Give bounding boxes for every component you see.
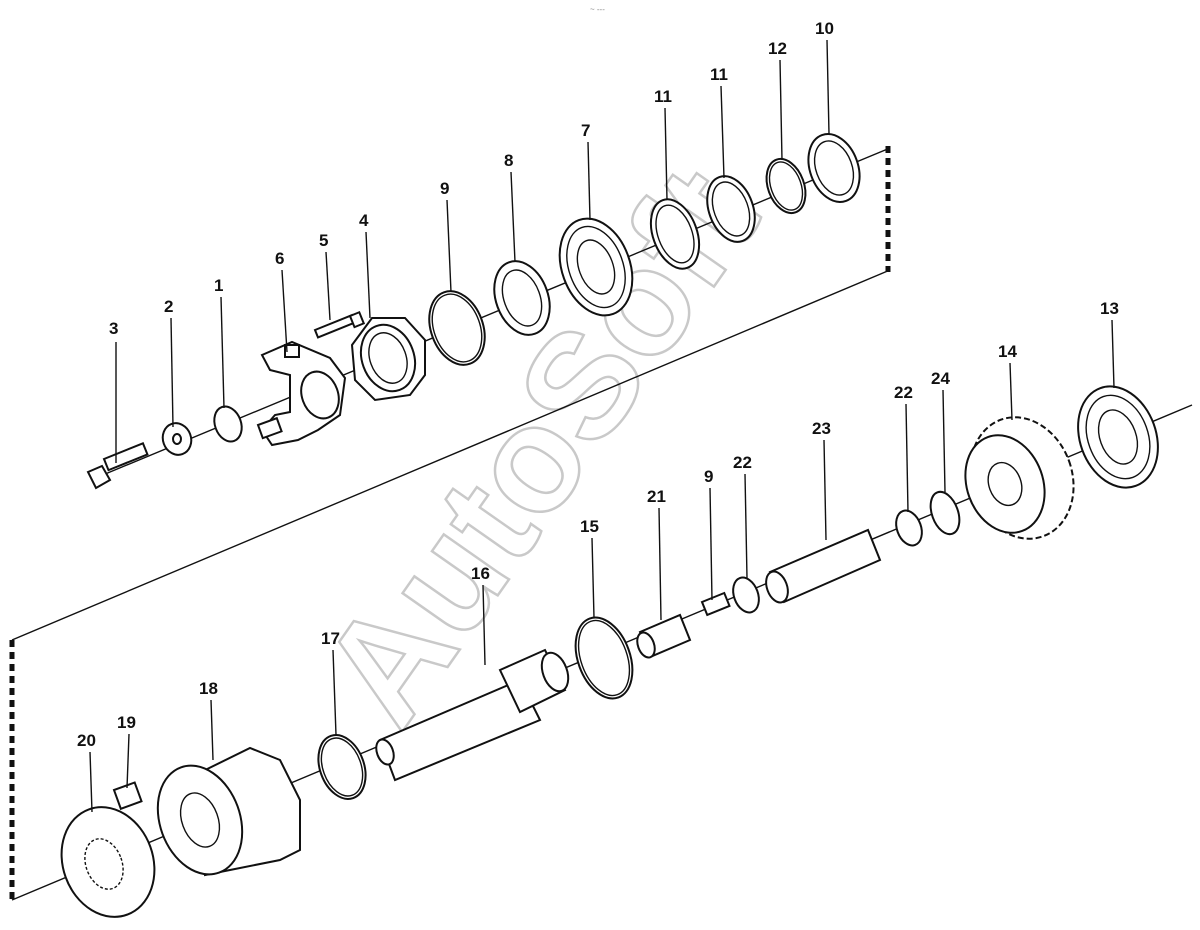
callout-1: 1: [214, 276, 223, 295]
callout-2: 2: [164, 297, 173, 316]
callout-16: 16: [471, 564, 490, 583]
part-16-shaft: [375, 648, 570, 782]
part-8-seal: [493, 260, 551, 336]
callout-24: 24: [931, 369, 950, 388]
callout-7: 7: [581, 121, 590, 140]
part-14-gear: [964, 416, 1075, 540]
callout-20: 20: [77, 731, 96, 750]
callout-23: 23: [812, 419, 831, 438]
part-20-disc: [60, 806, 156, 918]
part-12-snapring: [765, 157, 807, 215]
part-5-screw: [313, 310, 366, 339]
part-21-piston: [636, 613, 692, 659]
callout-18: 18: [199, 679, 218, 698]
callout-11a: 11: [654, 87, 672, 106]
callout-17: 17: [321, 629, 340, 648]
part-6-yoke: [256, 340, 347, 447]
part-17-oring: [317, 734, 367, 800]
callout-15: 15: [580, 517, 599, 536]
callout-9b: 9: [704, 467, 713, 486]
part-2-washer: [161, 422, 193, 456]
part-11-ring-a: [649, 198, 701, 270]
callout-12: 12: [768, 39, 787, 58]
callout-5: 5: [319, 231, 328, 250]
callout-22a: 22: [894, 383, 913, 402]
part-18-hub: [156, 746, 301, 877]
callout-3: 3: [109, 319, 118, 338]
callout-labels: 3 2 1 6 5 4 9 8 7 11 11 12 10 13 14 24 2…: [77, 19, 1119, 750]
part-15-oring: [574, 616, 634, 700]
callout-11b: 11: [710, 65, 728, 84]
part-22-ring-a: [895, 509, 923, 547]
part-9-oring: [428, 290, 486, 366]
part-9-spring: [700, 591, 731, 617]
part-22-ring-b: [732, 576, 760, 614]
callout-13: 13: [1100, 299, 1119, 318]
part-3-bolt: [86, 441, 149, 490]
leader-lines: [89, 39, 1115, 813]
part-13-bearing: [1077, 385, 1159, 489]
part-19-spring: [112, 781, 143, 811]
callout-22b: 22: [733, 453, 752, 472]
part-7-bearing: [558, 217, 634, 317]
callout-9: 9: [440, 179, 449, 198]
part-1-oring: [213, 405, 243, 443]
callout-19: 19: [117, 713, 136, 732]
part-11-ring-b: [706, 175, 756, 243]
callout-21: 21: [647, 487, 666, 506]
part-24-snapring: [929, 490, 961, 536]
callout-8: 8: [504, 151, 513, 170]
callout-4: 4: [359, 211, 369, 230]
top-marker: ~ ---: [590, 5, 605, 14]
part-10-ring: [807, 133, 861, 203]
part-23-pin: [765, 528, 882, 604]
callout-6: 6: [275, 249, 284, 268]
callout-14: 14: [998, 342, 1017, 361]
callout-10: 10: [815, 19, 834, 38]
part-4-flange: [350, 317, 426, 402]
